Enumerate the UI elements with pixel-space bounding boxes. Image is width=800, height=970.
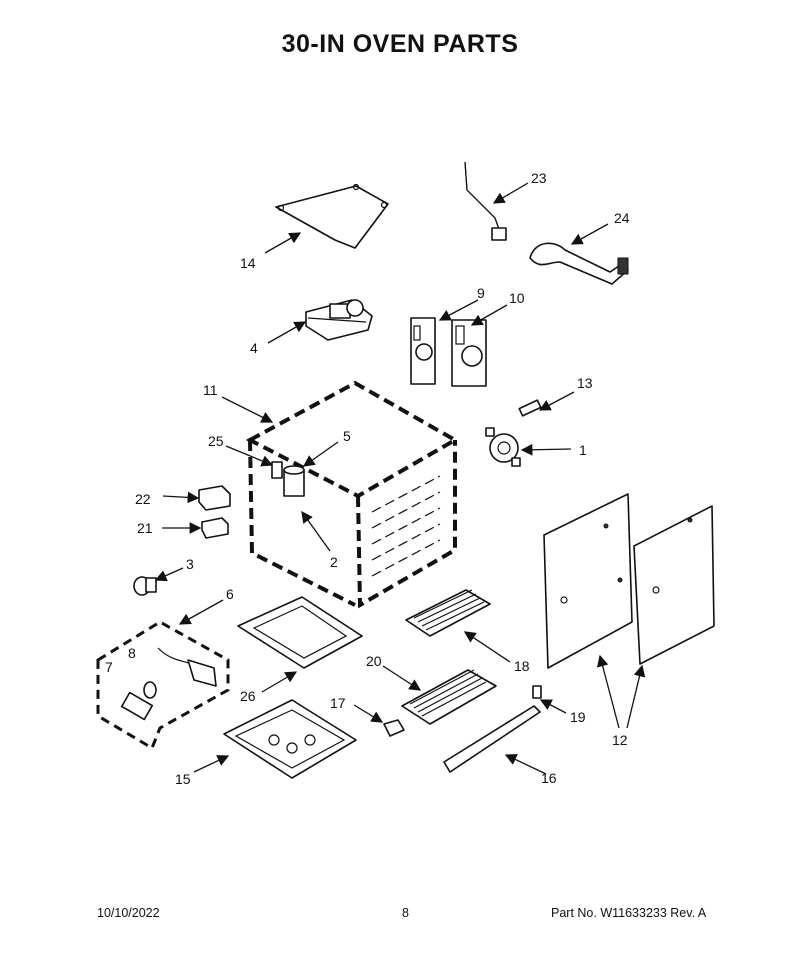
- callout-20: 20: [366, 653, 382, 669]
- callout-22: 22: [135, 491, 151, 507]
- sensor-25: [271, 461, 283, 479]
- callout-25: 25: [208, 433, 224, 449]
- rail-16: [443, 705, 541, 773]
- bracket-22: [198, 485, 231, 511]
- callout-13: 13: [577, 375, 593, 391]
- hinge-right-10: [451, 319, 487, 387]
- callout-4: 4: [250, 340, 258, 356]
- callout-11: 11: [203, 382, 218, 398]
- gasket-1: [485, 427, 521, 467]
- footer-date: 10/10/2022: [97, 906, 160, 920]
- callout-9: 9: [477, 285, 485, 301]
- bracket-21: [201, 517, 229, 539]
- leader-lines: [154, 182, 646, 775]
- callout-7: 7: [105, 659, 113, 675]
- callout-labels: 1 2 3 4 5 6 7 8 9 10 11 12 13 14 15 16 1…: [105, 170, 630, 787]
- clip-17: [383, 719, 405, 737]
- callout-15: 15: [175, 771, 191, 787]
- gas-tube-23: [464, 161, 507, 241]
- callout-19: 19: [570, 709, 586, 725]
- callout-5: 5: [343, 428, 351, 444]
- side-panel-12b: [633, 505, 715, 665]
- footer-page-number: 8: [402, 906, 409, 920]
- callout-14: 14: [240, 255, 256, 271]
- hinge-left-9: [410, 317, 436, 385]
- callout-8: 8: [128, 645, 136, 661]
- side-panel-12a: [543, 493, 633, 669]
- light-assembly-group-6: [96, 620, 230, 751]
- callout-18: 18: [514, 658, 530, 674]
- broil-element-18: [405, 589, 491, 637]
- gas-fitting-5: [283, 465, 305, 497]
- callout-6: 6: [226, 586, 234, 602]
- bolt-19: [532, 685, 542, 699]
- callout-23: 23: [531, 170, 547, 186]
- callout-17: 17: [330, 695, 346, 711]
- rack-frame-26: [237, 596, 363, 669]
- callout-24: 24: [614, 210, 630, 226]
- burner-tube-24: [529, 242, 629, 285]
- callout-3: 3: [186, 556, 194, 572]
- valve-bracket-4: [305, 299, 373, 341]
- callout-2: 2: [330, 554, 338, 570]
- footer-part-number: Part No. W11633233 Rev. A: [551, 906, 707, 920]
- oven-cavity-11: [245, 380, 460, 609]
- top-shield-plate: [275, 183, 389, 249]
- callout-21: 21: [137, 520, 153, 536]
- callout-10: 10: [509, 290, 525, 306]
- screw-13: [518, 399, 542, 417]
- callout-1: 1: [579, 442, 587, 458]
- drip-tray-15: [223, 699, 357, 779]
- bake-element-20: [401, 669, 497, 725]
- plug-3: [133, 576, 157, 596]
- callout-16: 16: [541, 770, 557, 786]
- callout-12: 12: [612, 732, 628, 748]
- callout-26: 26: [240, 688, 256, 704]
- page-title: 30-IN OVEN PARTS: [281, 30, 519, 58]
